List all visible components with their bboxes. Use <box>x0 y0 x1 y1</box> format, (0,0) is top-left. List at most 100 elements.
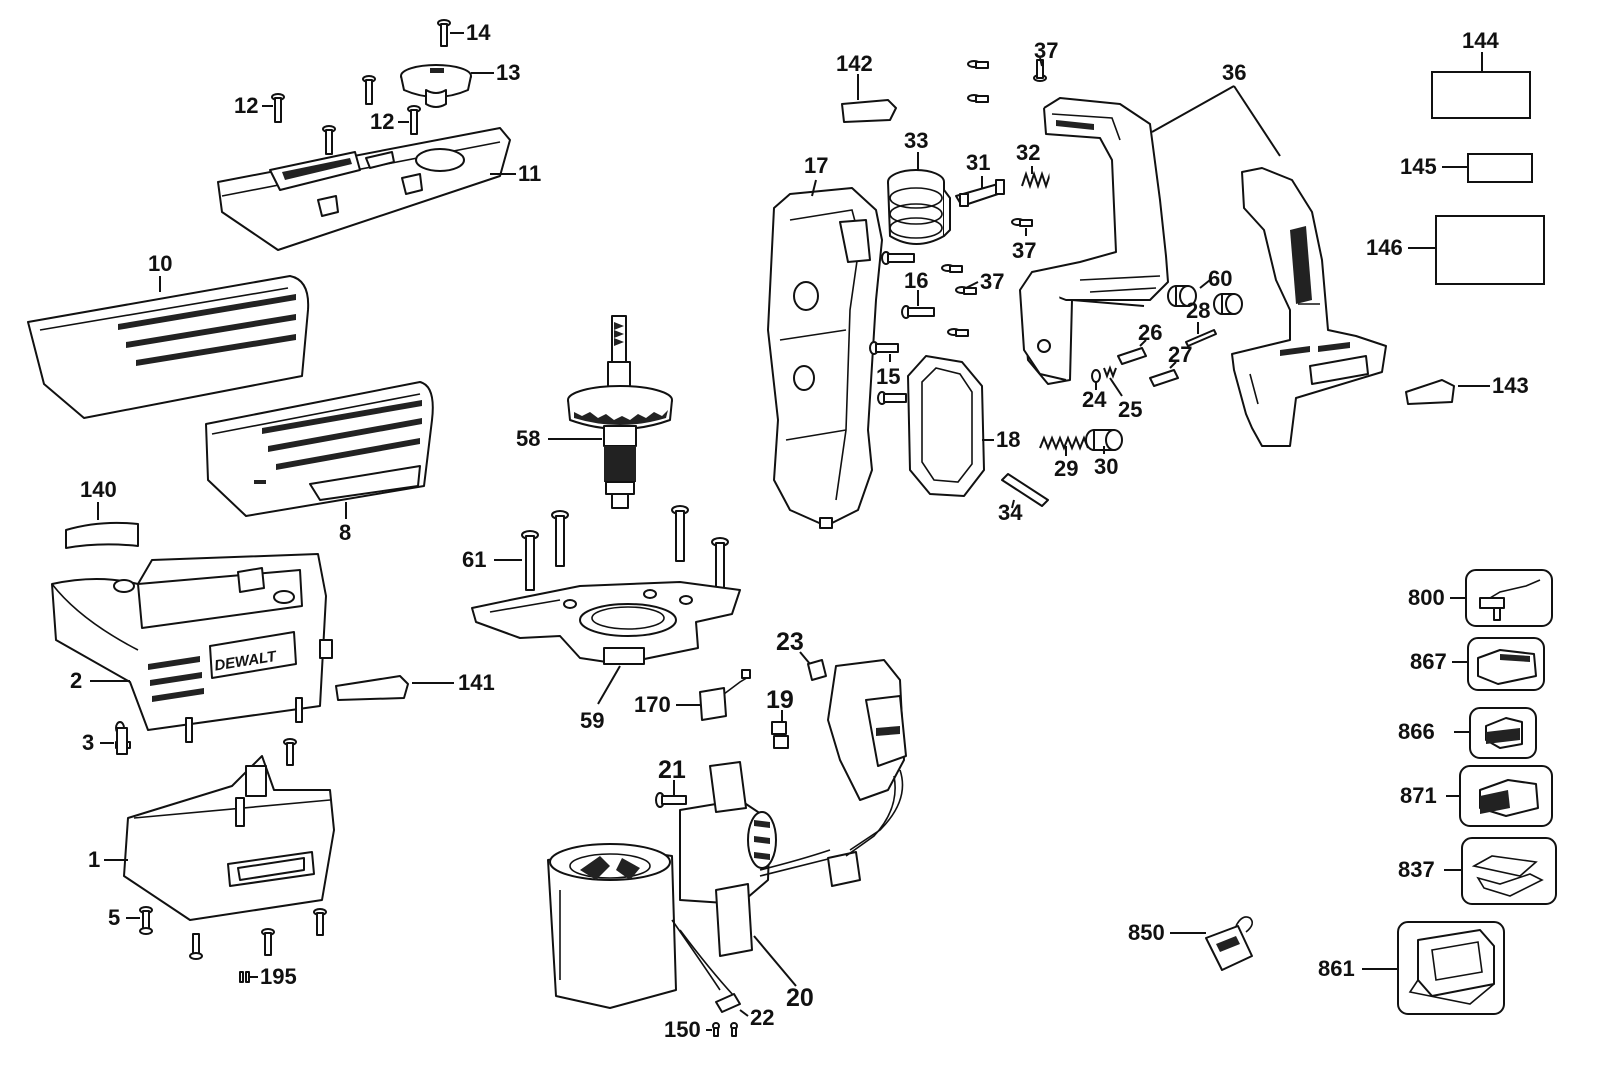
part-30-sleeve[interactable] <box>1085 429 1123 451</box>
label-18: 18 <box>996 427 1020 452</box>
part-866-battery[interactable] <box>1469 707 1537 759</box>
part-37-screw-top[interactable] <box>1033 59 1047 82</box>
screw-l[interactable] <box>881 251 915 265</box>
part-800-accessory[interactable] <box>1465 569 1553 627</box>
part-837-tray[interactable] <box>1461 837 1557 905</box>
part-20-field-switch-assembly[interactable] <box>547 761 861 1009</box>
label-26: 26 <box>1138 320 1162 345</box>
label-32: 32 <box>1016 140 1040 165</box>
part-59-base-plate[interactable] <box>471 581 741 665</box>
part-3-screw[interactable] <box>115 721 131 755</box>
part-10-side-cover[interactable] <box>27 275 310 419</box>
part-27-latch[interactable] <box>1149 369 1179 387</box>
label-15: 15 <box>876 364 900 389</box>
label-34: 34 <box>998 500 1023 525</box>
part-141-label[interactable] <box>335 675 409 701</box>
part-11-top-cover[interactable] <box>217 127 511 251</box>
switch-handle[interactable] <box>827 659 907 857</box>
label-16: 16 <box>904 268 928 293</box>
part-145-box[interactable] <box>1467 153 1533 183</box>
part-18-gasket[interactable] <box>907 355 985 497</box>
part-37-screw-mid[interactable] <box>1011 218 1033 227</box>
screw-b[interactable] <box>322 125 336 155</box>
label-36: 36 <box>1222 60 1246 85</box>
part-13-cap[interactable] <box>400 64 472 108</box>
part-861-case[interactable] <box>1397 921 1505 1015</box>
label-29: 29 <box>1054 456 1078 481</box>
label-150: 150 <box>664 1017 701 1042</box>
label-59: 59 <box>580 708 604 733</box>
part-29-spring[interactable] <box>1039 435 1089 451</box>
part-36-handle-half-left[interactable] <box>1019 97 1169 385</box>
part-12-screw-right[interactable] <box>407 105 421 135</box>
part-867-charger[interactable] <box>1467 637 1545 691</box>
part-19-clip[interactable] <box>771 721 789 749</box>
part-61-screws[interactable] <box>521 505 729 592</box>
label-867: 867 <box>1410 649 1447 674</box>
part-17-gear-housing[interactable] <box>767 187 883 529</box>
part-33-seal[interactable] <box>887 169 951 245</box>
part-871-battery[interactable] <box>1459 765 1553 827</box>
label-37-mid: 37 <box>1012 238 1036 263</box>
label-31: 31 <box>966 150 990 175</box>
screw-g[interactable] <box>967 60 989 69</box>
label-861: 861 <box>1318 956 1355 981</box>
label-3: 3 <box>82 730 94 755</box>
label-141: 141 <box>458 670 495 695</box>
screw-a[interactable] <box>362 75 376 105</box>
label-1: 1 <box>88 847 100 872</box>
part-144-box[interactable] <box>1431 71 1531 119</box>
label-30: 30 <box>1094 454 1118 479</box>
screw-e[interactable] <box>261 928 275 956</box>
part-140-label[interactable] <box>65 521 139 549</box>
part-195-pins[interactable] <box>239 971 250 983</box>
part-60-bushings[interactable] <box>1167 285 1243 315</box>
part-23-plug[interactable] <box>807 659 827 681</box>
part-14-screw[interactable] <box>437 19 451 47</box>
screw-f[interactable] <box>313 908 327 936</box>
part-2-housing[interactable] <box>51 553 333 743</box>
part-8-side-cover[interactable] <box>205 381 434 517</box>
part-25-spring[interactable] <box>1103 365 1117 379</box>
part-26-latch[interactable] <box>1117 347 1147 365</box>
part-31-pin[interactable] <box>955 179 1005 207</box>
screw-d[interactable] <box>189 933 203 960</box>
part-16-screw[interactable] <box>901 305 935 319</box>
label-800: 800 <box>1408 585 1445 610</box>
label-144: 144 <box>1462 28 1499 53</box>
part-143-label[interactable] <box>1405 379 1455 405</box>
label-140: 140 <box>80 477 117 502</box>
part-15-screw-bottom[interactable] <box>877 391 907 405</box>
label-850: 850 <box>1128 920 1165 945</box>
label-195: 195 <box>260 964 297 989</box>
part-36-handle-half-right[interactable] <box>1231 167 1387 447</box>
part-21-screw[interactable] <box>655 792 687 808</box>
part-37-screw-low[interactable] <box>955 286 977 295</box>
screw-h[interactable] <box>967 94 989 103</box>
part-850-tag[interactable] <box>1205 916 1254 971</box>
label-22: 22 <box>750 1005 774 1030</box>
label-12-right: 12 <box>370 109 394 134</box>
part-142-label[interactable] <box>841 99 897 123</box>
screw-j[interactable] <box>941 264 963 273</box>
label-2: 2 <box>70 668 82 693</box>
part-58-armature[interactable] <box>567 315 673 509</box>
part-24-washer[interactable] <box>1091 369 1101 383</box>
part-34-rod[interactable] <box>1001 473 1049 507</box>
part-170-sensor[interactable] <box>699 669 751 721</box>
part-28-lever[interactable] <box>1185 329 1217 347</box>
part-32-spring[interactable] <box>1021 170 1055 190</box>
label-24: 24 <box>1082 387 1107 412</box>
screw-k[interactable] <box>947 328 969 337</box>
part-15-screw-top[interactable] <box>869 341 899 355</box>
part-146-box[interactable] <box>1435 215 1545 285</box>
label-8: 8 <box>339 520 351 545</box>
part-22-clip[interactable] <box>715 993 741 1013</box>
part-1-bottom-housing[interactable] <box>123 755 335 921</box>
part-12-screw-left[interactable] <box>271 93 285 123</box>
label-58: 58 <box>516 426 540 451</box>
part-150-screws[interactable] <box>712 1022 738 1037</box>
screw-c[interactable] <box>283 738 297 766</box>
part-5-screw[interactable] <box>139 906 153 935</box>
